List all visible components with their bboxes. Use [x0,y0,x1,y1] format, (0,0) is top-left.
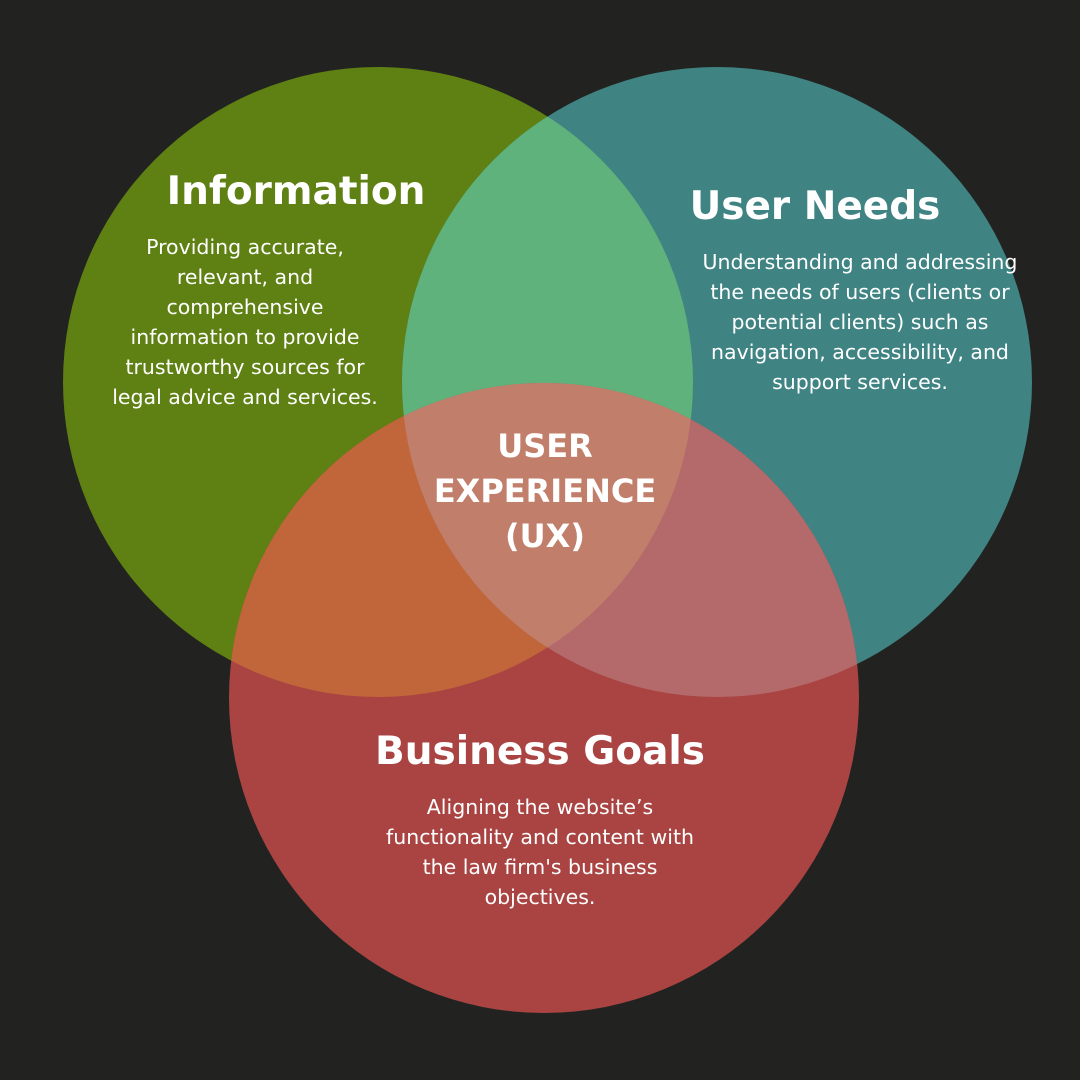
information-business-goals-overlap [229,383,693,697]
user-experience-label: USER EXPERIENCE (UX) [410,424,680,559]
user-experience-line-3: (UX) [505,517,585,555]
information-title: Information [166,169,426,214]
user-needs-business-goals-overlap [402,383,859,697]
user-experience-line-2: EXPERIENCE [433,472,657,510]
information-description: Providing accurate, relevant, and compre… [112,235,378,409]
user-needs-description: Understanding and addressing the needs o… [702,250,1018,394]
business-goals-description: Aligning the website’s functionality and… [386,795,694,909]
user-experience-line-1: USER [497,427,593,465]
business-goals-title: Business Goals [375,729,705,774]
user-needs-title: User Needs [689,184,941,229]
